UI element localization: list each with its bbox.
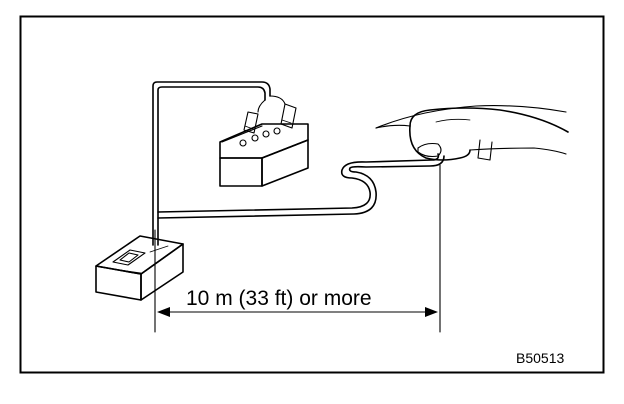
figure-frame	[19, 15, 605, 374]
figure-code: B50513	[516, 350, 564, 366]
distance-dimension	[154, 164, 441, 333]
hand	[375, 105, 569, 161]
distance-label: 10 m (33 ft) or more	[186, 287, 372, 310]
battery-cable	[152, 81, 286, 246]
battery	[219, 103, 309, 187]
tester-box	[95, 235, 184, 301]
